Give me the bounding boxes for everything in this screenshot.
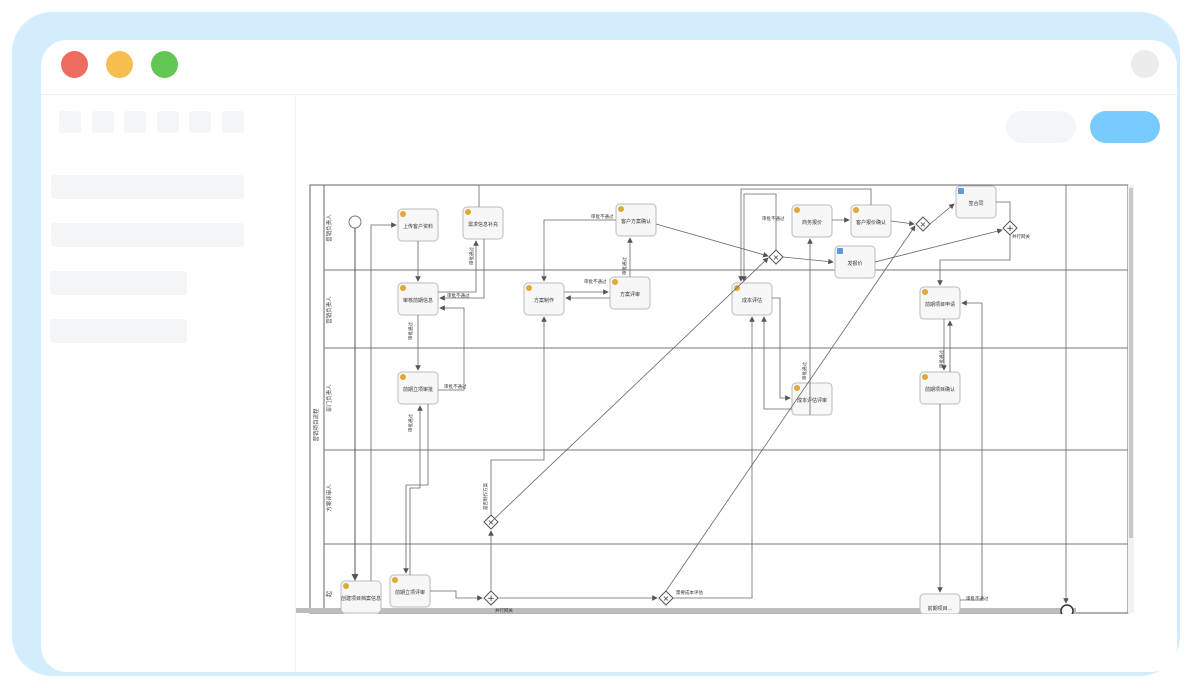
task-label: 前期立项审批 (403, 386, 433, 393)
task-label: 前期项目申请 (925, 301, 955, 308)
primary-button[interactable] (1090, 111, 1160, 143)
sidebar-item[interactable] (50, 271, 187, 295)
svg-text:×: × (663, 594, 670, 603)
vertical-scrollbar-thumb[interactable] (1129, 188, 1133, 538)
flow-label: 需要成本评估 (676, 589, 703, 596)
task-plan-review[interactable]: 方案评审 (609, 276, 651, 310)
user-avatar[interactable] (1131, 50, 1159, 78)
lane-label: 部门负责人 (325, 384, 333, 412)
task-label: 方案制作 (534, 297, 554, 304)
task-business-quote[interactable]: 商务报价 (791, 204, 833, 238)
horizontal-scrollbar-thumb[interactable] (296, 608, 1076, 613)
main-content (296, 95, 1177, 672)
lane-label: 起 (325, 591, 333, 597)
task-label: 前期项目... (928, 605, 953, 612)
task-label: 成本评估 (742, 297, 762, 304)
start-event[interactable] (348, 215, 362, 229)
toolbar-icon-placeholder[interactable] (157, 111, 179, 133)
task-project-cost-review[interactable]: 成本评估评审 (791, 382, 833, 416)
task-label: 商务报价 (802, 219, 822, 226)
exclusive-gateway[interactable]: × (658, 590, 674, 606)
flow-label: 审批不通过 (591, 213, 614, 220)
flow-label: 审批通过 (407, 414, 414, 432)
window-frame (12, 12, 1180, 676)
end-event[interactable] (1060, 604, 1074, 618)
task-cost-evaluation[interactable]: 成本评估 (731, 282, 773, 316)
lane-label: 方案评审人 (325, 484, 333, 512)
toolbar-icon-placeholder[interactable] (189, 111, 211, 133)
task-client-quote-confirm[interactable]: 客户报价确认 (850, 204, 892, 238)
task-label: 客户报价确认 (856, 219, 886, 226)
svg-text:+: + (1006, 224, 1014, 234)
task-pre-project-apply[interactable]: 前期立项审批 (397, 371, 439, 405)
sidebar (41, 95, 296, 672)
task-label: 发报价 (847, 260, 862, 267)
task-label: 前期项目确认 (925, 386, 955, 393)
flow-label: 审批通过 (801, 362, 808, 380)
task-supplement-material[interactable]: 需求信息补充 (462, 206, 504, 240)
flow-label: 审批不通过 (762, 215, 785, 222)
maximize-window-button[interactable] (151, 51, 178, 78)
toolbar-icon-placeholder[interactable] (124, 111, 146, 133)
toolbar-icon-placeholder[interactable] (59, 111, 81, 133)
task-sign-contract[interactable]: 签合同 (955, 185, 997, 219)
task-create-project-archive[interactable]: 创建项目档案信息 (340, 580, 382, 614)
title-bar (41, 40, 1177, 95)
exclusive-gateway[interactable]: × (915, 216, 931, 232)
flow-label: 审批通过 (621, 257, 628, 275)
flow-label: 审批不通过 (966, 595, 989, 602)
parallel-gateway[interactable]: + (1002, 220, 1018, 236)
pool-label: 营销项目流程 (312, 408, 320, 442)
secondary-button[interactable] (1006, 111, 1076, 143)
parallel-gateway[interactable]: + (483, 590, 499, 606)
task-label: 审核前期信息 (403, 297, 433, 304)
toolbar-icon-placeholder[interactable] (92, 111, 114, 133)
exclusive-gateway[interactable]: × (768, 249, 784, 265)
svg-text:×: × (488, 518, 495, 527)
task-bottom-right[interactable]: 前期项目... (919, 593, 961, 615)
task-client-plan-confirm[interactable]: 客户方案确认 (615, 203, 657, 237)
flow-label: 并行网关 (1012, 233, 1030, 240)
task-plan-making[interactable]: 方案制作 (523, 282, 565, 316)
task-upload-client-material[interactable]: 上传客户资料 (397, 208, 439, 242)
svg-text:+: + (487, 594, 495, 604)
flow-label: 并行网关 (495, 607, 513, 614)
flow-label: 是否制作方案 (482, 483, 489, 510)
app-window (41, 40, 1177, 672)
lane-label: 营销负责人 (325, 214, 333, 242)
lane-label: 营销负责人 (325, 296, 333, 324)
bpmn-diagram-canvas[interactable]: 营销项目流程 营销负责人 营销负责人 部门负责人 方案评审人 起 上传客户资料 … (296, 180, 1136, 618)
flow-label: 审批通过 (468, 247, 475, 265)
task-label: 创建项目档案信息 (341, 595, 381, 602)
flow-label: 审批通过 (938, 350, 945, 368)
flow-label: 审批不通过 (444, 383, 467, 390)
task-contract-confirm[interactable]: 前期项目确认 (919, 371, 961, 405)
task-review-pre-info[interactable]: 审核前期信息 (397, 282, 439, 316)
task-label: 成本评估评审 (797, 397, 827, 404)
close-window-button[interactable] (61, 51, 88, 78)
flow-label: 审批通过 (407, 322, 414, 340)
task-label: 需求信息补充 (468, 221, 498, 228)
task-label: 方案评审 (620, 291, 640, 298)
task-send-quote[interactable]: 发报价 (834, 245, 876, 279)
sidebar-item[interactable] (51, 175, 244, 199)
task-contract-review[interactable]: 前期项目申请 (919, 286, 961, 320)
svg-text:×: × (773, 253, 780, 262)
bpmn-diagram: 营销项目流程 营销负责人 营销负责人 部门负责人 方案评审人 起 上传客户资料 … (296, 184, 1134, 618)
task-project-submit[interactable]: 前期立项评审 (389, 574, 431, 608)
task-label: 前期立项评审 (395, 589, 425, 596)
flow-label: 审批不通过 (584, 278, 607, 285)
task-label: 上传客户资料 (403, 223, 433, 230)
task-label: 客户方案确认 (621, 218, 651, 225)
minimize-window-button[interactable] (106, 51, 133, 78)
svg-text:×: × (920, 220, 927, 229)
sidebar-item[interactable] (50, 319, 187, 343)
task-label: 签合同 (968, 200, 983, 207)
sidebar-item[interactable] (51, 223, 244, 247)
toolbar-icon-placeholder[interactable] (222, 111, 244, 133)
flow-label: 审批不通过 (447, 292, 470, 299)
